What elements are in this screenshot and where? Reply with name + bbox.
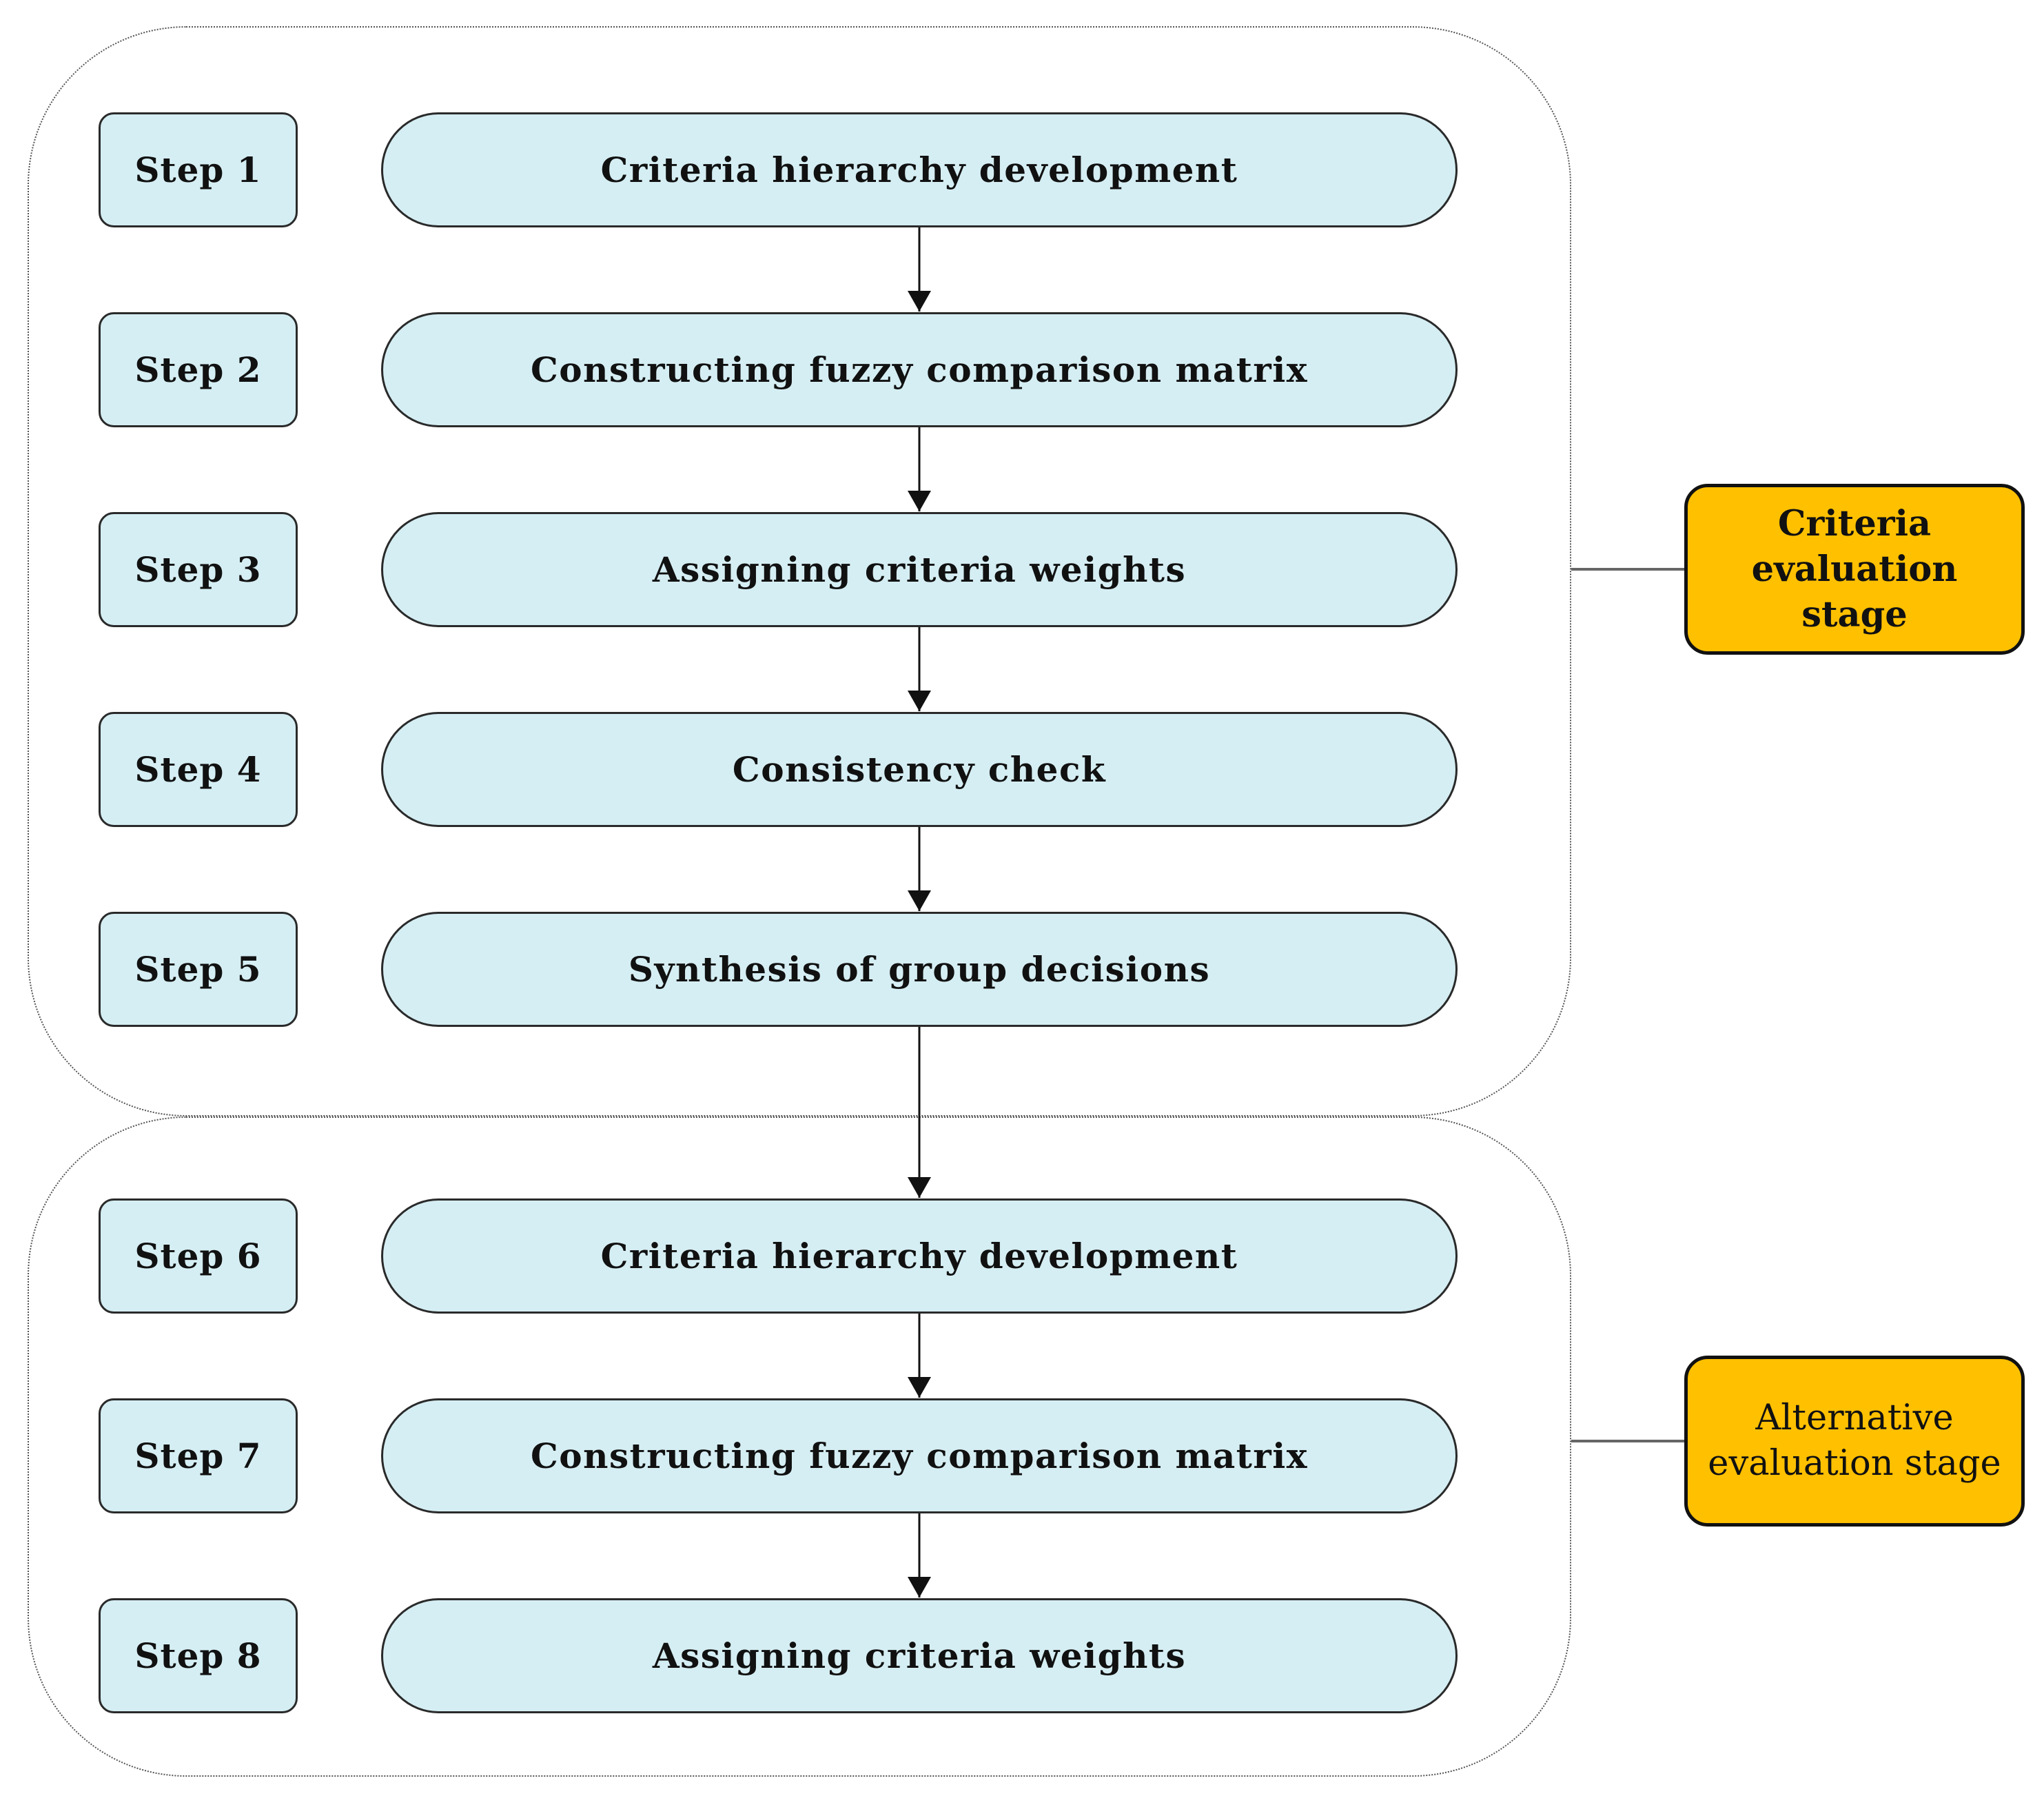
- process-box-step-4: Consistency check: [381, 712, 1458, 827]
- process-box-step-5: Synthesis of group decisions: [381, 912, 1458, 1027]
- step-7-label: Step 7: [99, 1398, 298, 1513]
- process-box-step-2: Constructing fuzzy comparison matrix: [381, 312, 1458, 427]
- step-8-label: Step 8: [99, 1598, 298, 1713]
- process-box-step-1: Criteria hierarchy development: [381, 112, 1458, 227]
- step-2-label: Step 2: [99, 312, 298, 427]
- process-box-step-6: Criteria hierarchy development: [381, 1198, 1458, 1314]
- process-box-step-7: Constructing fuzzy comparison matrix: [381, 1398, 1458, 1513]
- criteria-evaluation-stage-label: Criteria evaluation stage: [1684, 484, 2025, 655]
- step-4-label: Step 4: [99, 712, 298, 827]
- step-5-label: Step 5: [99, 912, 298, 1027]
- criteria-stage-group: [28, 26, 1571, 1116]
- alternative-stage-group: [28, 1116, 1571, 1777]
- step-1-label: Step 1: [99, 112, 298, 227]
- step-3-label: Step 3: [99, 512, 298, 627]
- process-box-step-8: Assigning criteria weights: [381, 1598, 1458, 1713]
- process-box-step-3: Assigning criteria weights: [381, 512, 1458, 627]
- step-6-label: Step 6: [99, 1198, 298, 1314]
- alternative-evaluation-stage-label: Alternative evaluation stage: [1684, 1356, 2025, 1527]
